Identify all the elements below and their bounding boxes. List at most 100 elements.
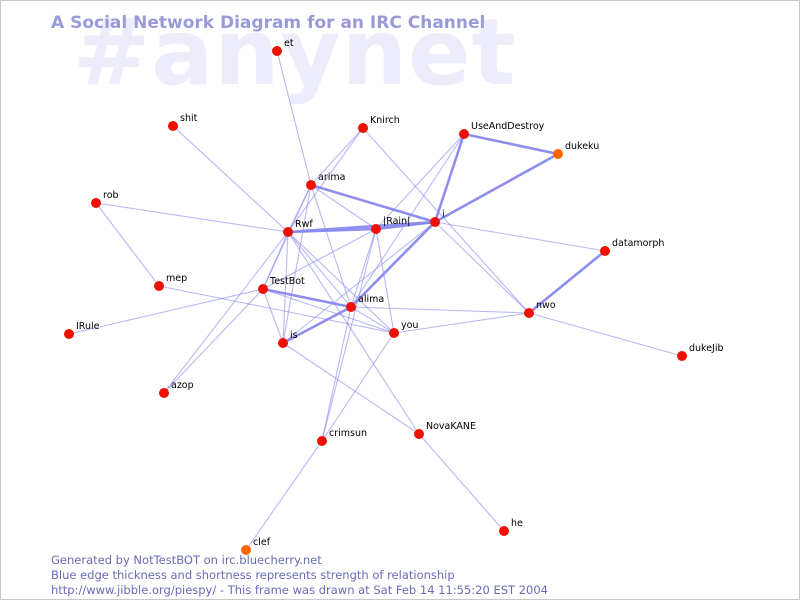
node-dot	[389, 328, 399, 338]
edge-Rain-i	[375, 220, 436, 231]
edge-i-alima	[350, 221, 436, 308]
node-label: clef	[253, 537, 271, 548]
node-label: crimsun	[329, 428, 367, 439]
footer-url-timestamp: http://www.jibble.org/piespy/ - This fra…	[51, 583, 548, 597]
node-alima: alima	[346, 294, 384, 312]
edge-is-NovaKANE	[282, 342, 420, 435]
edge-Knirch-arima	[310, 127, 364, 186]
edge-arima-is	[282, 184, 312, 344]
node-dot	[358, 123, 368, 133]
node-dot	[278, 338, 288, 348]
node-you: you	[389, 320, 418, 338]
edge-TestBot-IRule	[68, 288, 264, 335]
node-label: IRule	[76, 321, 100, 332]
edge-Rwf-you	[287, 231, 395, 334]
edge-rob-mep	[95, 202, 160, 287]
edge-NovaKANE-he	[418, 433, 505, 532]
node-TestBot: TestBot	[258, 276, 305, 294]
node-IRule: IRule	[64, 321, 100, 339]
node-dot	[272, 46, 282, 56]
edge-arima-Rain	[310, 184, 377, 230]
node-label: alima	[358, 294, 384, 305]
node-dot	[91, 198, 101, 208]
edge-nwo-you	[393, 312, 530, 334]
node-label: arima	[318, 172, 345, 183]
node-label: dukeJib	[689, 343, 724, 354]
node-label: nwo	[536, 300, 556, 311]
edge-Rwf-NovaKANE	[287, 231, 420, 435]
node-i: i	[430, 209, 445, 227]
channel-watermark: #anynet	[73, 0, 517, 106]
node-crimsun: crimsun	[317, 428, 367, 446]
node-label: azop	[171, 380, 194, 391]
node-label: is	[290, 330, 298, 341]
node-label: TestBot	[269, 276, 305, 287]
node-et: et	[272, 38, 294, 56]
node-dukeJib: dukeJib	[677, 343, 724, 361]
edge-Knirch-Rwf	[287, 127, 364, 233]
edge-shit-Rwf	[172, 125, 289, 233]
node-clef: clef	[241, 537, 271, 555]
node-dot	[317, 436, 327, 446]
node-label: he	[511, 518, 523, 529]
node-label: |Rain|	[383, 216, 410, 227]
node-azop: azop	[159, 380, 194, 398]
node-label: you	[401, 320, 418, 331]
node-label: i	[442, 209, 445, 220]
edge-TestBot-is	[262, 288, 284, 344]
node-Rain: |Rain|	[371, 216, 410, 234]
node-Knirch: Knirch	[358, 115, 400, 133]
edge-Rwf-alima	[287, 231, 352, 308]
node-dot	[677, 351, 687, 361]
node-label: shit	[180, 113, 198, 124]
node-label: dukeku	[565, 141, 599, 152]
node-dot	[159, 388, 169, 398]
node-dot	[283, 227, 293, 237]
edge-alima-you	[350, 306, 395, 334]
node-label: Knirch	[370, 115, 400, 126]
node-label: UseAndDestroy	[471, 121, 545, 132]
edge-dukeku-i	[434, 152, 559, 224]
node-he: he	[499, 518, 523, 536]
footer-generated-by: Generated by NotTestBOT on irc.bluecherr…	[51, 553, 322, 567]
edge-et-arima	[276, 50, 312, 186]
node-label: rob	[103, 190, 119, 201]
edge-datamorph-nwo	[528, 249, 606, 315]
node-datamorph: datamorph	[600, 238, 664, 256]
node-dot	[414, 429, 424, 439]
footer-legend-note: Blue edge thickness and shortness repres…	[51, 568, 455, 582]
edge-Rain-alima	[350, 228, 377, 308]
node-dot	[306, 180, 316, 190]
edge-UseAndDestroy-i	[433, 133, 466, 223]
edge-UseAndDestroy-dukeku	[463, 132, 559, 156]
node-is: is	[278, 330, 298, 348]
node-dot	[459, 129, 469, 139]
edges-layer	[68, 50, 683, 551]
edge-TestBot-alima	[262, 287, 352, 309]
edge-UseAndDestroy-alima	[350, 133, 465, 308]
node-dot	[168, 121, 178, 131]
edge-arima-alima	[310, 184, 352, 308]
node-label: et	[284, 38, 294, 49]
node-arima: arima	[306, 172, 345, 190]
diagram-title: A Social Network Diagram for an IRC Chan…	[51, 13, 486, 33]
edge-you-crimsun	[321, 332, 395, 442]
node-dot	[346, 302, 356, 312]
edge-alima-nwo	[350, 306, 530, 314]
node-label: NovaKANE	[426, 421, 476, 432]
node-dukeku: dukeku	[553, 141, 599, 159]
node-dot	[64, 329, 74, 339]
edge-i-is	[282, 221, 436, 344]
edge-TestBot-you	[262, 288, 395, 334]
node-Rwf: Rwf	[283, 219, 313, 237]
edge-Rain-TestBot	[262, 228, 377, 290]
edge-mep-you	[158, 285, 395, 334]
edge-i-datamorph	[434, 221, 606, 252]
edge-arima-i	[310, 183, 436, 224]
edge-alima-is	[282, 305, 352, 345]
edge-Rwf-is	[282, 231, 289, 344]
node-rob: rob	[91, 190, 119, 208]
edge-crimsun-clef	[245, 440, 323, 551]
